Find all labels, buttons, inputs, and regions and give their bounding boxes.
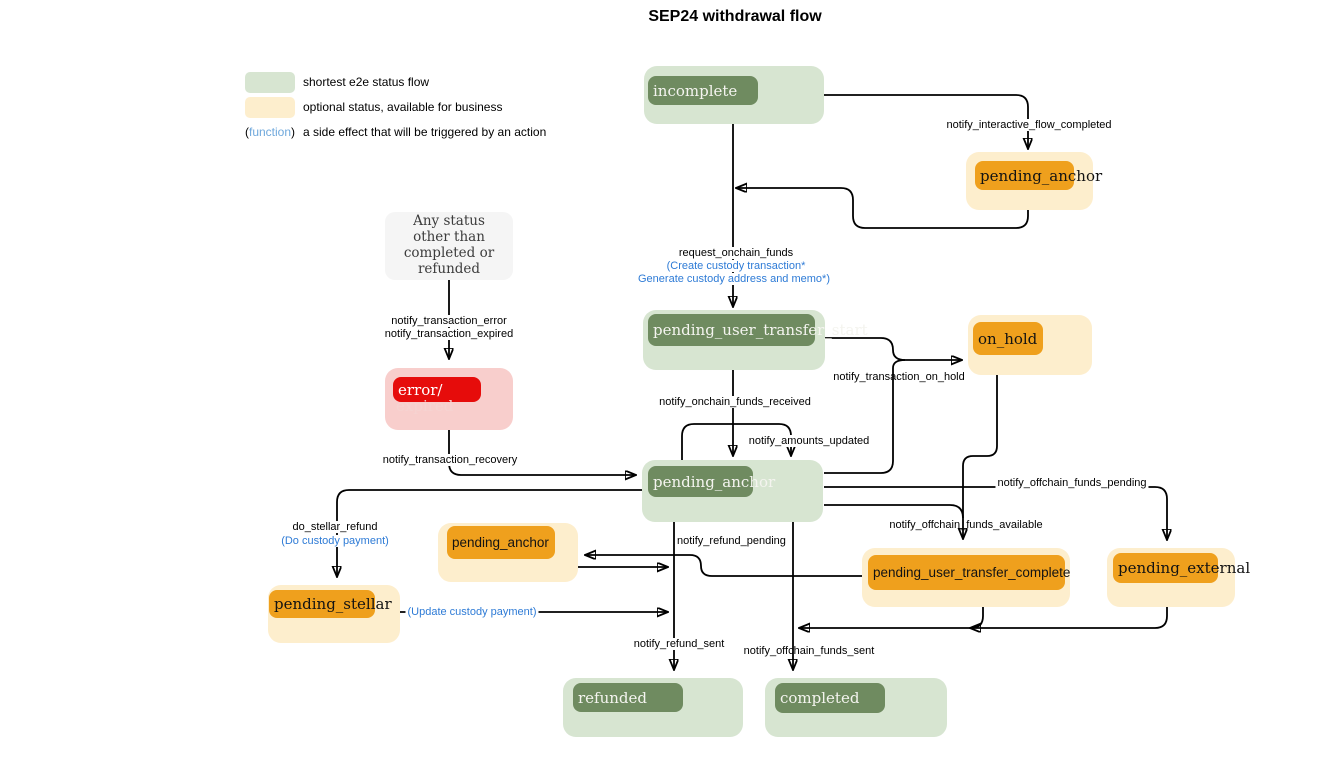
node-completed-label: completed — [780, 689, 860, 707]
edge-label-notify-interactive-flow-completed: notify_interactive_flow_completed — [944, 119, 1114, 131]
node-pending-anchor-main: pending_anchor — [642, 460, 823, 522]
node-pending-anchor-refund-label: pending_anchor — [452, 535, 549, 550]
legend-function-key: (function) — [245, 125, 295, 139]
node-incomplete: incomplete — [644, 66, 824, 124]
legend-paren-close: ) — [291, 125, 296, 139]
legend-function-label: a side effect that will be triggered by … — [303, 125, 547, 139]
node-refunded-label: refunded — [578, 688, 648, 707]
node-pending-user-transfer-complete: pending_user_transfer_complete — [862, 548, 1070, 607]
edge-label-generate-custody-address: Generate custody address and memo*) — [636, 273, 832, 285]
node-on-hold: on_hold — [968, 315, 1092, 375]
edge-label-create-custody-transaction: (Create custody transaction* — [664, 260, 808, 272]
edge-label-notify-refund-sent: notify_refund_sent — [631, 638, 727, 650]
legend-yellow-label: optional status, available for business — [303, 100, 503, 114]
node-incomplete-label: incomplete — [653, 81, 738, 100]
node-error-expired: error/ expired — [385, 368, 513, 430]
legend-function-word: function — [249, 125, 292, 139]
legend-green-swatch — [245, 72, 295, 93]
diagram-title: SEP24 withdrawal flow — [648, 8, 822, 25]
edge-label-notify-transaction-expired: notify_transaction_expired — [382, 328, 516, 340]
edge-label-notify-transaction-on-hold: notify_transaction_on_hold — [833, 371, 965, 383]
node-pending-anchor-refund: pending_anchor — [438, 523, 578, 582]
node-pending-anchor-top-label: pending_anchor — [980, 166, 1103, 185]
node-pending-stellar-label: pending_stellar — [274, 595, 392, 613]
node-pending-external: pending_external — [1107, 548, 1250, 607]
edge-label-notify-offchain-funds-pending: notify_offchain_funds_pending — [995, 477, 1149, 489]
node-pending-user-transfer-complete-label: pending_user_transfer_complete — [873, 565, 1071, 580]
node-pending-external-label: pending_external — [1118, 559, 1251, 577]
edge-label-notify-transaction-recovery: notify_transaction_recovery — [380, 454, 520, 466]
edge-label-request-onchain-funds: request_onchain_funds — [676, 247, 796, 259]
edge-label-notify-offchain-funds-available: notify_offchain_funds_available — [889, 519, 1043, 531]
legend-yellow-swatch — [245, 97, 295, 118]
node-pending-stellar: pending_stellar — [268, 585, 400, 643]
node-pending-user-transfer-start: pending_user_transfer_start — [643, 310, 868, 370]
edge-label-update-custody-payment: (Update custody payment) — [405, 606, 539, 618]
node-completed: completed — [765, 678, 947, 737]
legend-green-label: shortest e2e status flow — [303, 75, 430, 89]
edge-label-do-stellar-refund: do_stellar_refund — [290, 521, 380, 533]
edge-label-notify-offchain-funds-sent: notify_offchain_funds_sent — [743, 645, 875, 657]
node-on-hold-label: on_hold — [978, 329, 1038, 348]
node-expired-label: expired — [396, 397, 454, 415]
node-error-label: error/ — [398, 380, 443, 399]
node-refunded: refunded — [563, 678, 743, 737]
legend-paren-open: ( — [245, 125, 249, 139]
edge-label-do-custody-payment: (Do custody payment) — [279, 535, 391, 547]
edge-label-notify-refund-pending: notify_refund_pending — [677, 535, 786, 547]
edge-label-notify-onchain-funds-received: notify_onchain_funds_received — [657, 396, 813, 408]
node-pending-anchor-main-label: pending_anchor — [653, 472, 776, 491]
node-pending-user-transfer-start-label: pending_user_transfer_start — [653, 321, 868, 339]
note-any-status: Any status other than completed or refun… — [385, 212, 513, 280]
edge-label-notify-transaction-error: notify_transaction_error — [389, 315, 509, 327]
node-pending-anchor-top: pending_anchor — [966, 152, 1102, 210]
edge-label-notify-amounts-updated: notify_amounts_updated — [746, 435, 872, 447]
